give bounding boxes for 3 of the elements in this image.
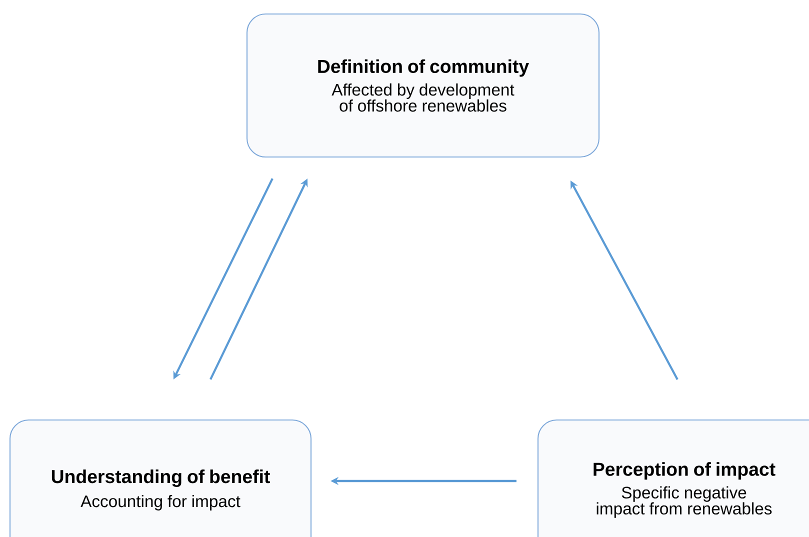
text-box: Perception of impact Specific negative impact from renewables: [537, 419, 809, 537]
text-box: Understanding of benefit Accounting for impact: [9, 419, 312, 537]
text-box: Definition of community Affected by development of offshore renewables: [246, 13, 600, 158]
